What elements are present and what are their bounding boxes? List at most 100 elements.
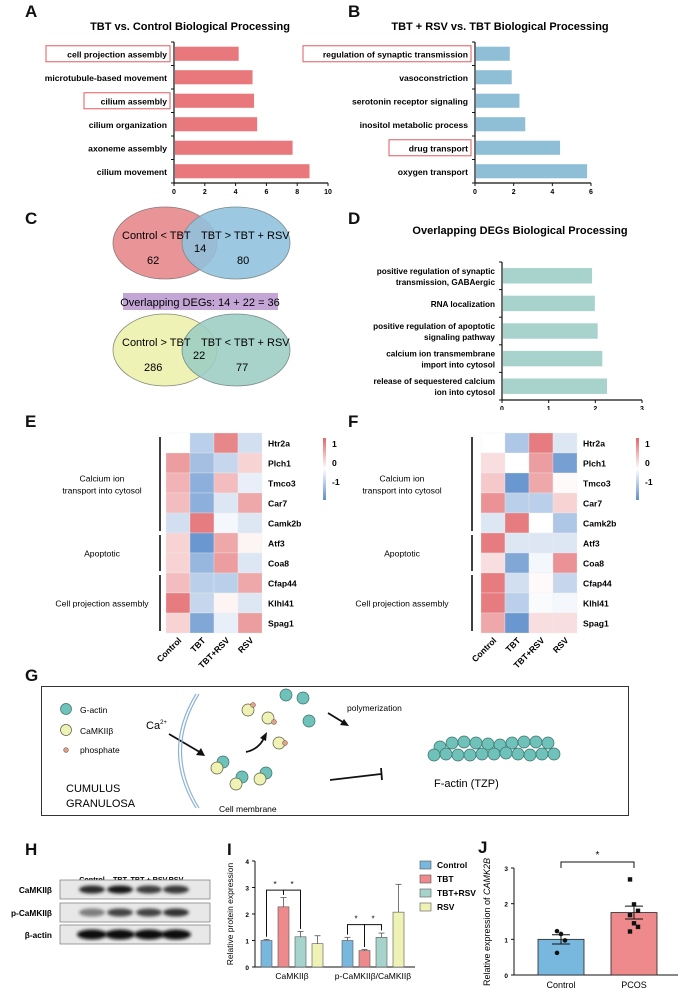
bar-0 bbox=[476, 46, 510, 61]
category-label: microtubule-based movement bbox=[45, 73, 167, 83]
heatmap-cell bbox=[237, 432, 263, 454]
venn-bottom-left-label: Control > TBT bbox=[122, 337, 191, 349]
category-label: regulation of synaptic transmission bbox=[323, 49, 468, 59]
g-actin-monomer bbox=[469, 736, 483, 750]
category-label: cilium movement bbox=[97, 167, 167, 177]
category-label: vasoconstriction bbox=[399, 73, 468, 83]
category-label: RNA localization bbox=[431, 300, 495, 309]
heatmap-cell bbox=[165, 452, 191, 474]
category-label: Control bbox=[546, 980, 575, 990]
panel-letter-b: B bbox=[348, 2, 361, 21]
blot-band bbox=[163, 885, 189, 894]
heatmap-cell bbox=[480, 532, 506, 554]
camkii-legend-icon bbox=[60, 724, 72, 736]
x-tick-label: 0 bbox=[172, 189, 176, 196]
blot-strip bbox=[59, 879, 211, 900]
heatmap-cell bbox=[528, 612, 554, 634]
heatmap-cell bbox=[165, 532, 191, 554]
heatmap-cell bbox=[528, 592, 554, 614]
calcium-influx-arrow bbox=[168, 733, 204, 755]
blot-band bbox=[79, 885, 105, 894]
heatmap-cell bbox=[552, 492, 578, 514]
bar-1 bbox=[476, 70, 512, 85]
data-point bbox=[562, 938, 568, 943]
color-scale-tick: 0 bbox=[332, 458, 337, 468]
heatmap-cell bbox=[480, 432, 506, 454]
category-label: PCOS bbox=[621, 980, 647, 990]
significance-star: * bbox=[371, 915, 374, 924]
heatmap-cell bbox=[237, 612, 263, 634]
significance-bracket bbox=[283, 889, 301, 929]
panel-letter-g: G bbox=[25, 666, 39, 685]
heatmap-cell bbox=[189, 612, 215, 634]
heatmap-cell bbox=[237, 532, 263, 554]
column-label: TBT bbox=[189, 635, 208, 654]
inhibition-line bbox=[329, 773, 382, 781]
legend-label: Control bbox=[437, 860, 467, 870]
cell-type-line1: CUMULUS bbox=[66, 783, 120, 795]
f-actin-filament bbox=[427, 735, 561, 762]
data-point bbox=[631, 921, 637, 926]
heatmap-cell bbox=[213, 532, 239, 554]
bar-Control bbox=[537, 938, 585, 976]
panel-letter-e: E bbox=[25, 412, 37, 431]
gene-label: Plch1 bbox=[583, 459, 606, 469]
category-label: signaling pathway bbox=[424, 333, 495, 342]
bar-3 bbox=[503, 350, 603, 367]
group-label: Calcium ion bbox=[80, 474, 125, 484]
y-tick-label: 1 bbox=[504, 937, 508, 944]
bar-1 bbox=[175, 70, 253, 85]
heatmap-cell bbox=[480, 572, 506, 594]
heatmap-cell bbox=[552, 432, 578, 454]
category-label: axoneme assembly bbox=[88, 143, 167, 153]
heatmap-cell bbox=[552, 612, 578, 634]
x-tick-label: 3 bbox=[640, 406, 644, 410]
blot-band bbox=[134, 929, 164, 940]
column-label: Control bbox=[470, 635, 499, 664]
panel-letter-c: C bbox=[25, 209, 38, 228]
membrane-label: Cell membrane bbox=[219, 804, 277, 814]
heatmap-cell bbox=[213, 592, 239, 614]
y-axis-label: Relative expression of CAMK2B bbox=[482, 858, 492, 986]
heatmap-cell bbox=[552, 452, 578, 474]
y-axis-label-prefix: Relative expression of bbox=[482, 895, 492, 986]
legend-swatch bbox=[419, 888, 432, 898]
panel-letter-a: A bbox=[25, 2, 38, 21]
blot-row-label: p-CaMKIIβ bbox=[11, 908, 52, 918]
color-scale-tick: -1 bbox=[332, 477, 340, 487]
heatmap-cell bbox=[189, 552, 215, 574]
g-actin-monomer bbox=[439, 747, 453, 761]
g-actin-monomer bbox=[535, 747, 549, 761]
heatmap-cell bbox=[213, 492, 239, 514]
factin-label: F-actin (TZP) bbox=[434, 778, 499, 790]
bar-4 bbox=[175, 140, 293, 155]
calcium-label: Ca2+ bbox=[146, 720, 167, 732]
heatmap-cell bbox=[552, 552, 578, 574]
y-tick-label: 1 bbox=[245, 939, 249, 946]
bar-2 bbox=[476, 93, 520, 108]
heatmap-cell bbox=[213, 472, 239, 494]
data-point bbox=[631, 902, 637, 907]
category-label: p-CaMKIIβ/CaMKIIβ bbox=[335, 971, 411, 981]
heatmap-cell bbox=[189, 472, 215, 494]
heatmap-cell bbox=[504, 532, 530, 554]
bar-TBT+RSV bbox=[375, 937, 388, 968]
venn-bottom-overlap: 22 bbox=[193, 350, 205, 362]
highlight-box bbox=[388, 139, 472, 157]
column-label: RSV bbox=[551, 635, 571, 655]
gene-label: Atf3 bbox=[583, 539, 600, 549]
heatmap-cell bbox=[165, 572, 191, 594]
g-actin-monomer bbox=[547, 747, 561, 761]
gene-label: Coa8 bbox=[583, 559, 604, 569]
heatmap-cell bbox=[528, 512, 554, 534]
heatmap-cell bbox=[528, 492, 554, 514]
x-tick-label: 0 bbox=[500, 406, 504, 410]
venn-top-right-count: 80 bbox=[237, 255, 249, 267]
legend-swatch bbox=[419, 860, 432, 870]
free-g-actin bbox=[279, 688, 316, 728]
gene-label: Klhl41 bbox=[268, 599, 294, 609]
legend-swatch bbox=[419, 874, 432, 884]
color-scale-tick: 1 bbox=[645, 439, 650, 449]
